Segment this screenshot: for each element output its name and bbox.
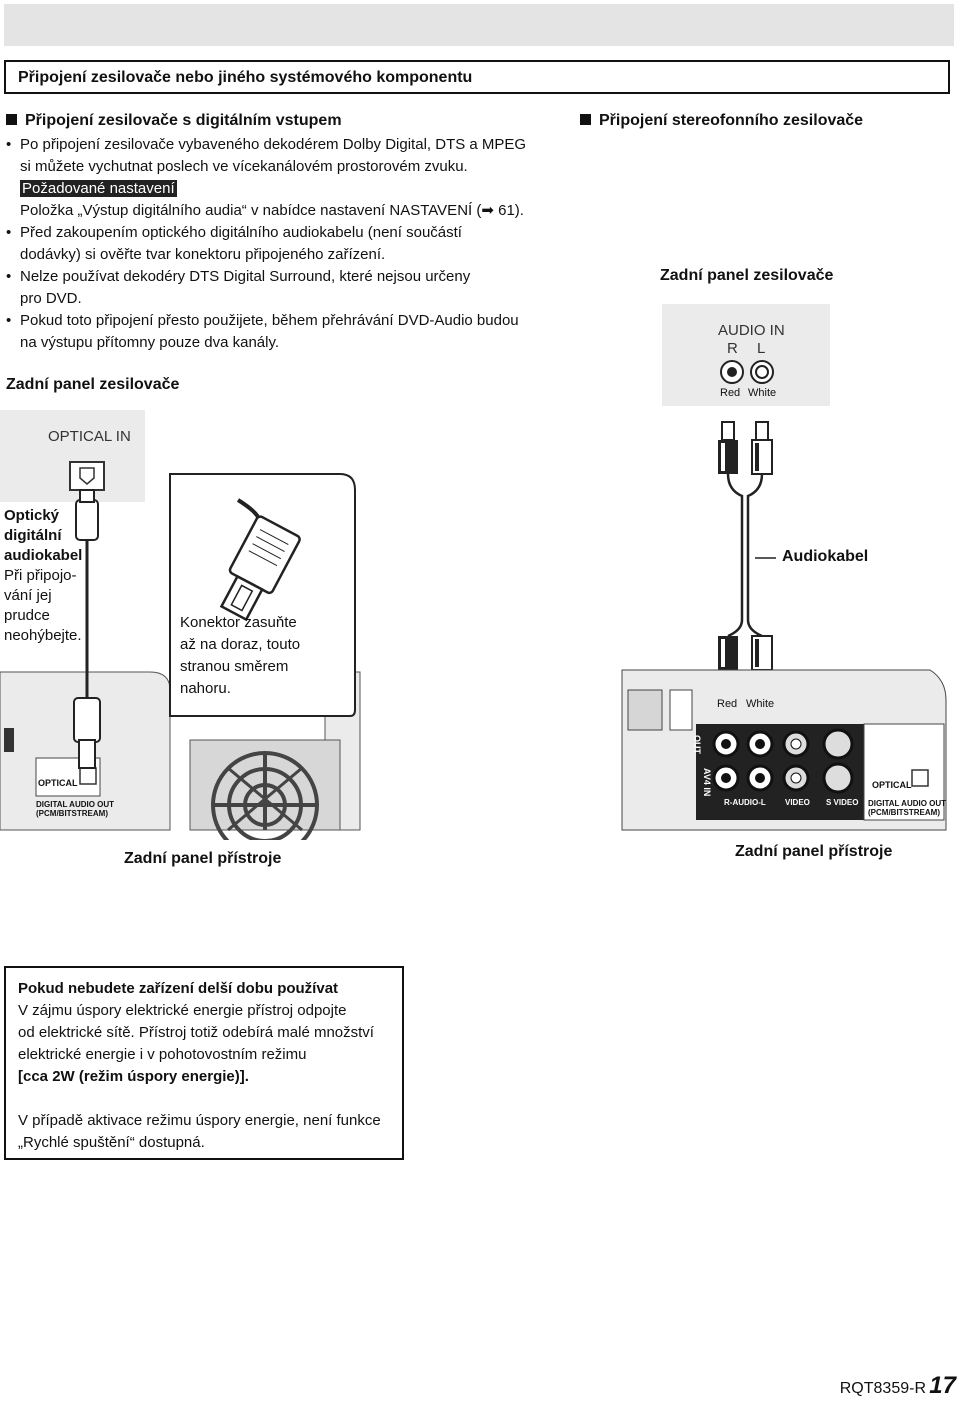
left-heading-text: Připojení zesilovače s digitálním vstupe… <box>25 112 342 129</box>
bullet-item: • Po připojení zesilovače vybaveného dek… <box>6 134 546 222</box>
video-label: VIDEO <box>785 798 810 807</box>
top-header-bar <box>4 4 954 46</box>
optical-cable-label: Optický digitální audiokabel Při připojo… <box>4 507 83 644</box>
out-label: OUT <box>692 735 702 754</box>
optical-port-icon <box>911 769 929 787</box>
setting-line: Položka „Výstup digitálního audia“ v nab… <box>20 202 524 219</box>
notice-title: Pokud nebudete zařízení delší dobu použí… <box>18 980 339 997</box>
digital-out-label: DIGITAL AUDIO OUT (PCM/BITSTREAM) <box>868 799 947 817</box>
s-video-label: S VIDEO <box>826 798 859 807</box>
device-optical-label: OPTICAL <box>38 778 78 788</box>
audio-cable-label: Audiokabel <box>782 548 869 565</box>
section-title: Připojení zesilovače nebo jiného systémo… <box>4 60 950 94</box>
bullet-item: • Pokud toto připojení přesto použijete,… <box>6 312 519 351</box>
required-settings-label: Požadované nastavení <box>20 180 177 197</box>
r-audio-l-label: R-AUDIO-L <box>724 798 766 807</box>
page-number: 17 <box>929 1372 956 1399</box>
audio-cable <box>726 473 744 620</box>
right-device-panel-label: Zadní panel přístroje <box>735 843 893 860</box>
red-label: Red <box>720 387 741 399</box>
device-digital-out-label: DIGITAL AUDIO OUT (PCM/BITSTREAM) <box>36 800 115 818</box>
fan-grill <box>189 739 341 840</box>
r-label: R <box>727 340 738 357</box>
left-body: • Po připojení zesilovače vybaveného dek… <box>6 134 546 354</box>
right-heading: Připojení stereofonního zesilovače <box>580 112 863 130</box>
white-label-2: White <box>746 698 775 710</box>
optical-in-label: OPTICAL IN <box>48 428 131 445</box>
av4-in-label: AV4 IN <box>702 768 712 797</box>
bullet-item: • Před zakoupením optického digitálního … <box>6 224 462 263</box>
left-device-panel-label: Zadní panel přístroje <box>124 850 282 867</box>
optical-port-icon <box>69 461 105 491</box>
audio-in-l-jack <box>750 360 774 384</box>
white-label: White <box>748 387 777 399</box>
connector-note: Konektor zasuňte až na doraz, touto stra… <box>180 614 301 697</box>
connector-zoom-callout <box>169 473 356 717</box>
l-label: L <box>757 340 766 357</box>
optical-connection-diagram <box>0 410 361 840</box>
audio-cable-top-plugs <box>718 421 773 475</box>
audio-in-label: AUDIO IN <box>718 322 785 339</box>
right-amp-panel-label: Zadní panel zesilovače <box>660 267 834 284</box>
right-heading-text: Připojení stereofonního zesilovače <box>599 112 864 129</box>
amp-audio-panel <box>662 304 830 406</box>
power-saving-notice: Pokud nebudete zařízení delší dobu použí… <box>4 966 404 1160</box>
page-arrow-icon: ➡ <box>481 202 494 219</box>
optical-label: OPTICAL <box>872 780 912 790</box>
left-heading: Připojení zesilovače s digitálním vstupe… <box>6 112 342 130</box>
left-amp-panel-label: Zadní panel zesilovače <box>6 376 180 393</box>
bullet-item: • Nelze používat dekodéry DTS Digital Su… <box>6 268 471 307</box>
stereo-connection-diagram <box>621 304 947 831</box>
square-bullet-icon <box>6 114 17 125</box>
document-code: RQT8359-R <box>839 1380 926 1397</box>
rca-jacks <box>712 728 854 794</box>
square-bullet-icon <box>580 114 591 125</box>
red-label-2: Red <box>717 698 738 710</box>
